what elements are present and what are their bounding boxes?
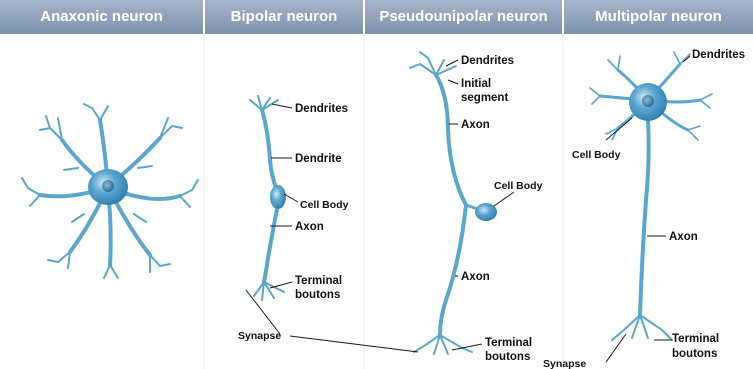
label-pseudo-initial-1: Initial xyxy=(461,78,491,90)
label-pseudo-axon-top: Axon xyxy=(461,119,490,131)
label-bipolar-synapse: Synapse xyxy=(238,330,281,342)
label-multi-axon: Axon xyxy=(669,231,698,243)
label-pseudo-axon-bottom: Axon xyxy=(461,271,490,283)
label-multi-terminal-1: Terminal xyxy=(672,333,719,345)
label-bipolar-dendrites: Dendrites xyxy=(295,103,348,115)
label-pseudo-terminal-1: Terminal xyxy=(485,337,532,349)
label-bipolar-terminal-2: boutons xyxy=(295,289,340,301)
label-pseudo-cell-body: Cell Body xyxy=(494,180,543,192)
multipolar-neuron xyxy=(590,52,712,340)
label-bipolar-cell-body: Cell Body xyxy=(300,199,349,211)
label-pseudo-dendrites: Dendrites xyxy=(461,55,514,67)
label-multi-cell-body: Cell Body xyxy=(572,149,621,161)
label-pseudo-initial-2: segment xyxy=(461,92,508,104)
anaxonic-neuron xyxy=(22,104,198,278)
label-multi-synapse: Synapse xyxy=(543,358,586,369)
label-multi-terminal-2: boutons xyxy=(672,348,717,360)
label-pseudo-terminal-2: boutons xyxy=(485,351,530,363)
label-bipolar-axon: Axon xyxy=(295,221,324,233)
label-multi-dendrites: Dendrites xyxy=(692,49,745,61)
bipolar-neuron xyxy=(250,96,286,300)
label-bipolar-dendrite: Dendrite xyxy=(295,153,342,165)
label-bipolar-terminal-1: Terminal xyxy=(295,275,342,287)
bipolar-labels: Dendrites Dendrite Cell Body Axon Termin… xyxy=(238,103,349,342)
